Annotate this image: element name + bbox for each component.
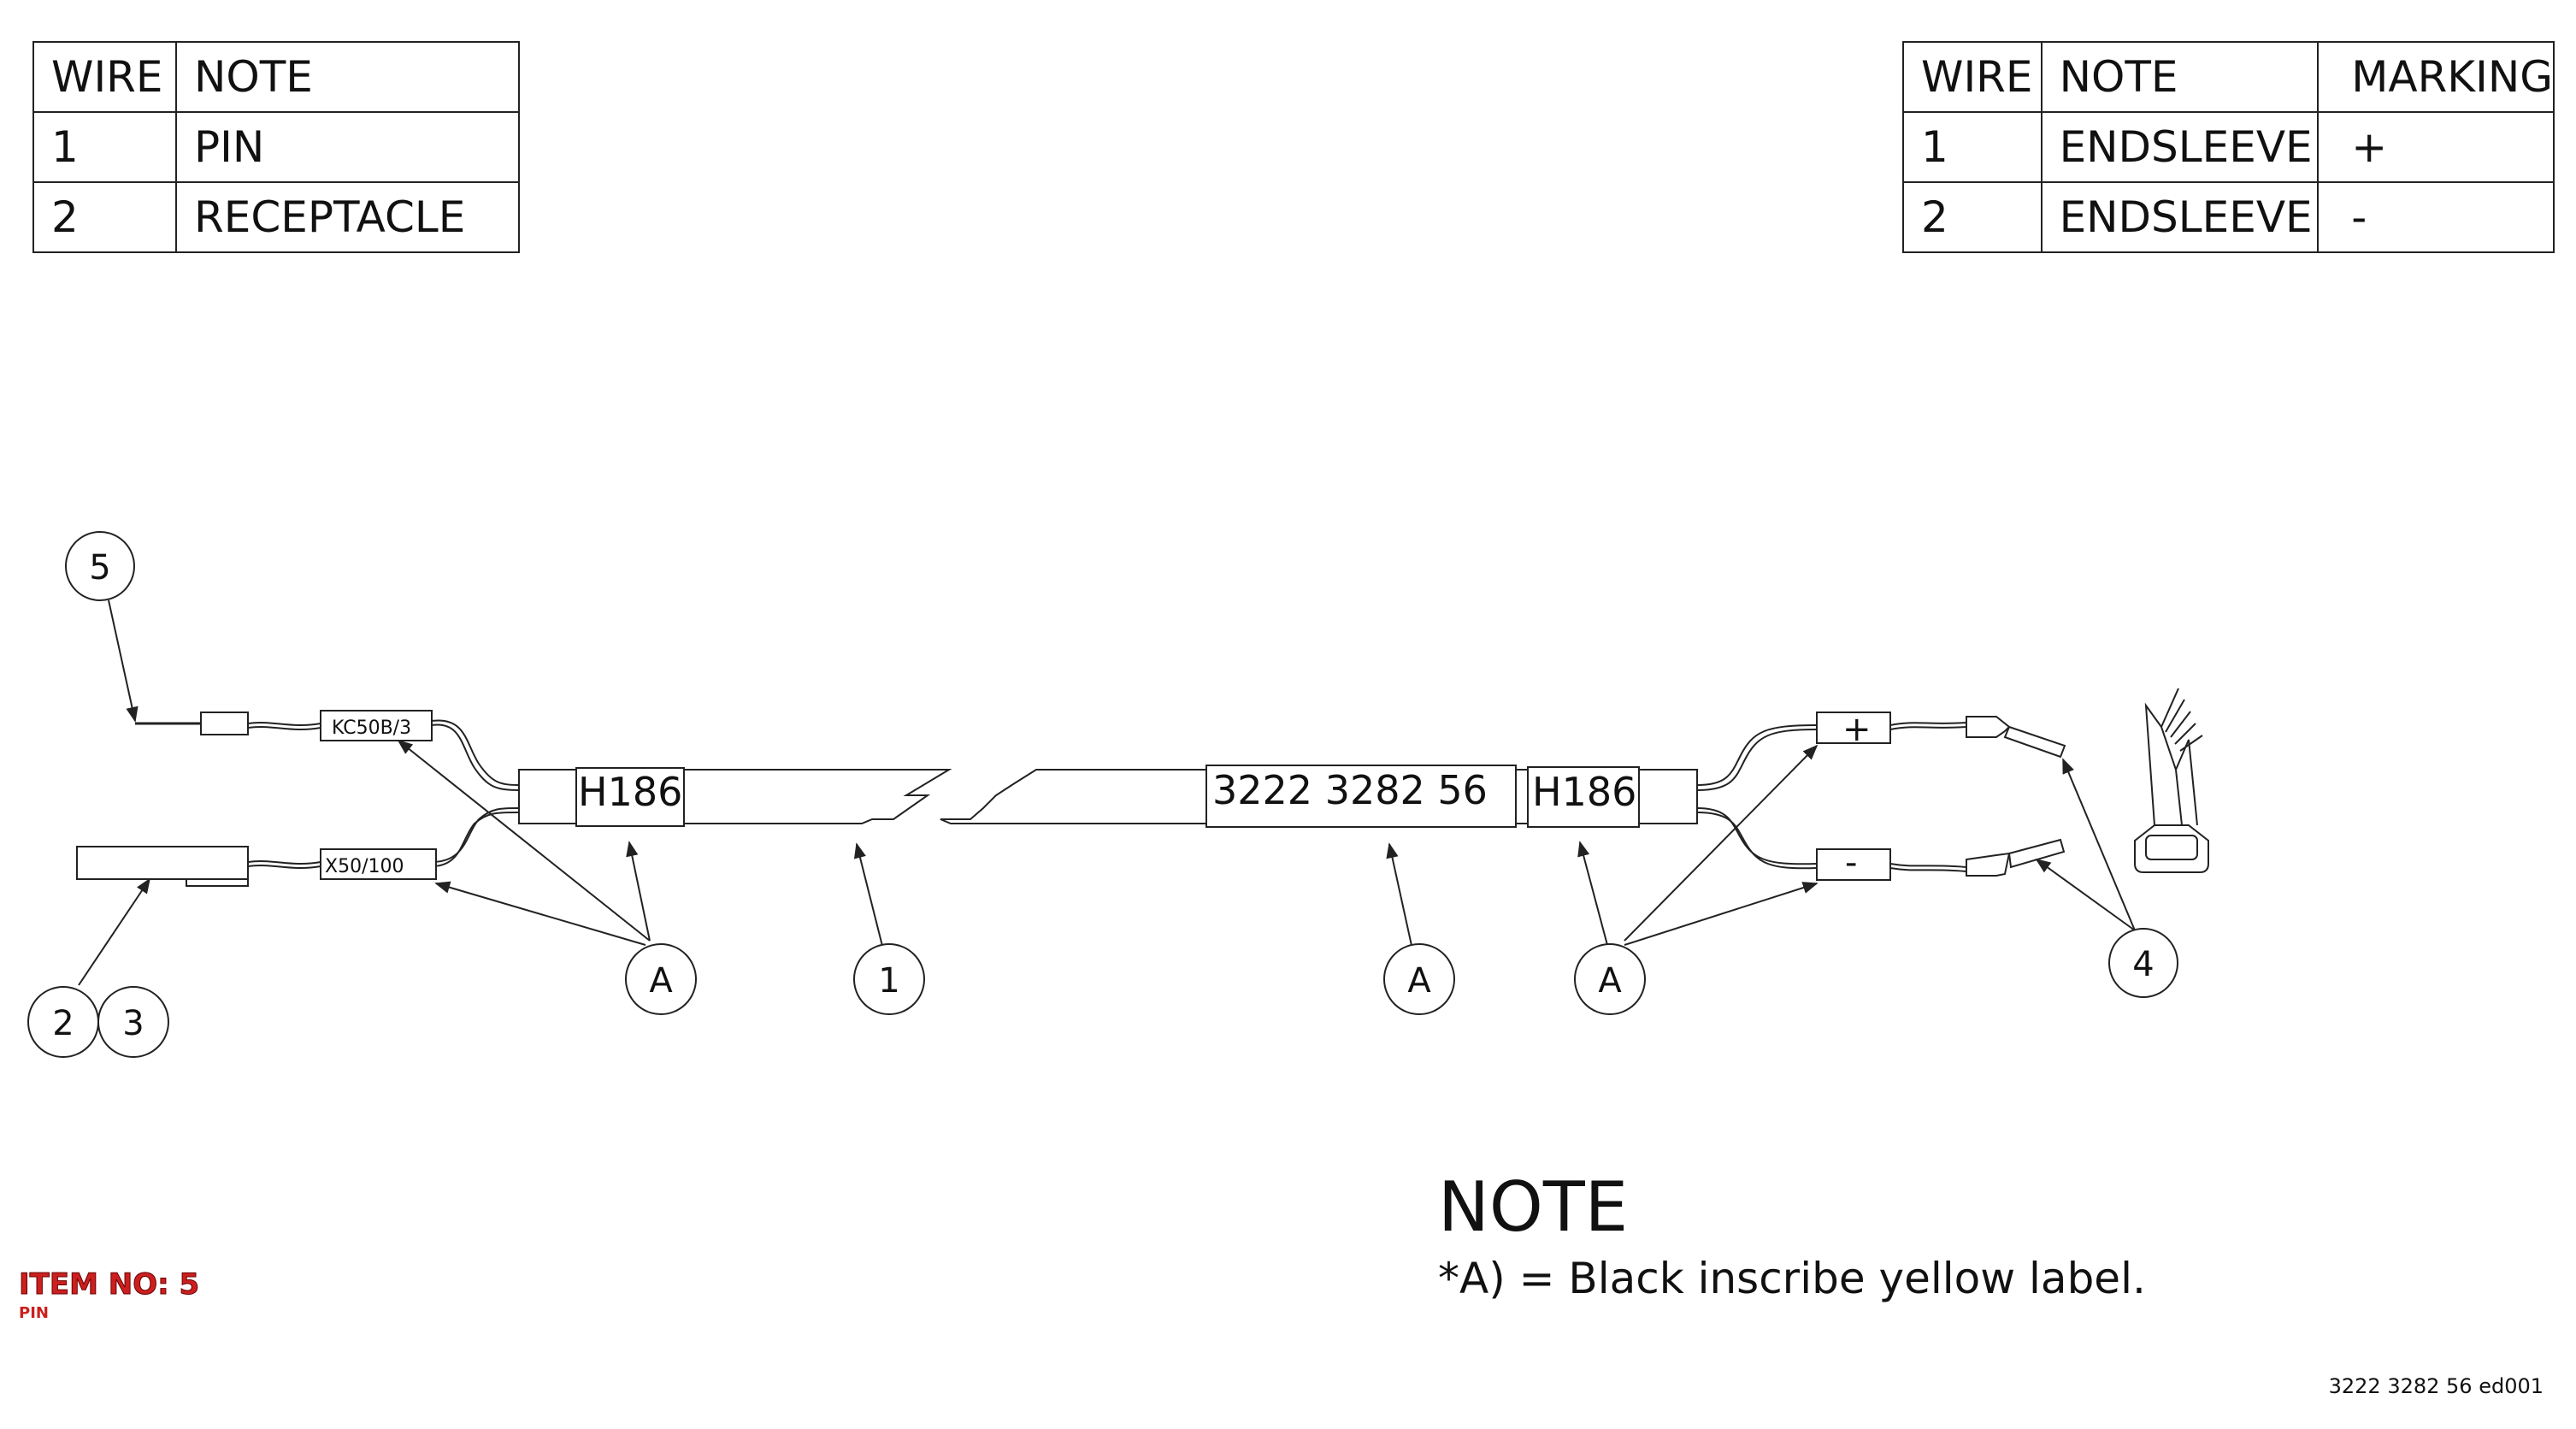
table-header-row: WIRE NOTE MARKING	[1902, 41, 2555, 113]
callout-5-text: 5	[89, 548, 110, 588]
header-note: NOTE	[175, 41, 520, 113]
header-marking: MARKING	[2317, 41, 2555, 113]
leader-1	[853, 842, 884, 950]
leader-a3-plus	[1624, 744, 1819, 942]
header-note: NOTE	[2040, 41, 2320, 113]
marker-minus-text: -	[1845, 843, 1857, 883]
cell-note: ENDSLEEVE	[2040, 181, 2320, 253]
right-wires	[1696, 722, 1967, 872]
header-wire: WIRE	[32, 41, 177, 113]
connector-label-top: KC50B/3	[320, 710, 433, 741]
pin-contact	[135, 712, 249, 735]
callout-1: 1	[853, 943, 925, 1015]
label-part-number-text: 3222 3282 56	[1212, 767, 1488, 813]
leader-4-plus	[2062, 758, 2136, 931]
table-row: 2 ENDSLEEVE -	[1902, 181, 2555, 253]
leader-4-minus	[2035, 858, 2136, 931]
leader-a3-minus	[1624, 882, 1819, 946]
table-header-row: WIRE NOTE	[32, 41, 520, 113]
leader-2-3	[78, 877, 151, 986]
note-title: NOTE	[1438, 1167, 1629, 1247]
callout-a-right: A	[1574, 943, 1646, 1015]
cell-note: PIN	[175, 111, 520, 183]
leader-a1-sleeve	[626, 841, 651, 942]
table-row: 2 RECEPTACLE	[32, 181, 520, 253]
callout-2: 2	[27, 986, 99, 1058]
callout-a-left: A	[625, 943, 697, 1015]
leader-a1-bottom	[434, 881, 646, 946]
table-row: 1 PIN	[32, 111, 520, 183]
callout-a-middle: A	[1383, 943, 1455, 1015]
cell-marking: +	[2317, 111, 2555, 183]
cell-wire: 2	[32, 181, 177, 253]
note-text: *A) = Black inscribe yellow label.	[1438, 1254, 2146, 1303]
callout-a-left-text: A	[649, 961, 673, 1001]
leader-a1-top	[397, 739, 651, 942]
left-wires	[247, 719, 520, 869]
cell-note: ENDSLEEVE	[2040, 111, 2320, 183]
item-name-label: PIN	[19, 1304, 49, 1322]
end-sleeve-minus	[1966, 838, 2066, 877]
marker-plus: +	[1816, 710, 1891, 749]
label-part-number: 3222 3282 56	[1205, 765, 1517, 828]
cell-wire: 1	[32, 111, 177, 183]
label-sleeve-right: H186	[1527, 766, 1640, 828]
connector-label-top-text: KC50B/3	[332, 717, 411, 739]
callout-5: 5	[65, 531, 135, 601]
callout-3: 3	[97, 986, 169, 1058]
wire-table-left: WIRE NOTE 1 PIN 2 RECEPTACLE	[32, 41, 520, 253]
callout-4: 4	[2108, 928, 2178, 998]
callout-a-right-text: A	[1598, 961, 1622, 1001]
wire-table-right: WIRE NOTE MARKING 1 ENDSLEEVE + 2 ENDSLE…	[1902, 41, 2555, 253]
cell-note: RECEPTACLE	[175, 181, 520, 253]
marker-plus-text: +	[1842, 710, 1872, 749]
receptacle-housing	[76, 846, 249, 887]
leader-5	[108, 599, 139, 723]
cell-wire: 2	[1902, 181, 2043, 253]
cell-marking: -	[2317, 181, 2555, 253]
header-wire: WIRE	[1902, 41, 2043, 113]
label-sleeve-left: H186	[575, 767, 685, 827]
callout-2-text: 2	[52, 1004, 74, 1043]
callout-a-middle-text: A	[1407, 961, 1431, 1001]
callout-4-text: 4	[2132, 945, 2154, 984]
leader-a2	[1386, 842, 1413, 950]
callout-1-text: 1	[878, 961, 899, 1001]
label-sleeve-right-text: H186	[1532, 769, 1636, 815]
connector-label-bottom-text: X50/100	[325, 856, 404, 877]
callout-leaders	[78, 599, 2136, 986]
marker-minus: -	[1816, 843, 1891, 883]
cell-wire: 1	[1902, 111, 2043, 183]
label-sleeve-left-text: H186	[578, 769, 682, 815]
leader-a3-sleeve	[1577, 841, 1608, 946]
document-code: 3222 3282 56 ed001	[2328, 1374, 2544, 1398]
callout-3-text: 3	[122, 1004, 144, 1043]
end-sleeve-plus	[1966, 716, 2066, 759]
crimp-tool-icon	[2134, 688, 2209, 873]
table-row: 1 ENDSLEEVE +	[1902, 111, 2555, 183]
item-number-label: ITEM NO: 5	[18, 1267, 200, 1302]
connector-label-bottom: X50/100	[320, 848, 437, 880]
